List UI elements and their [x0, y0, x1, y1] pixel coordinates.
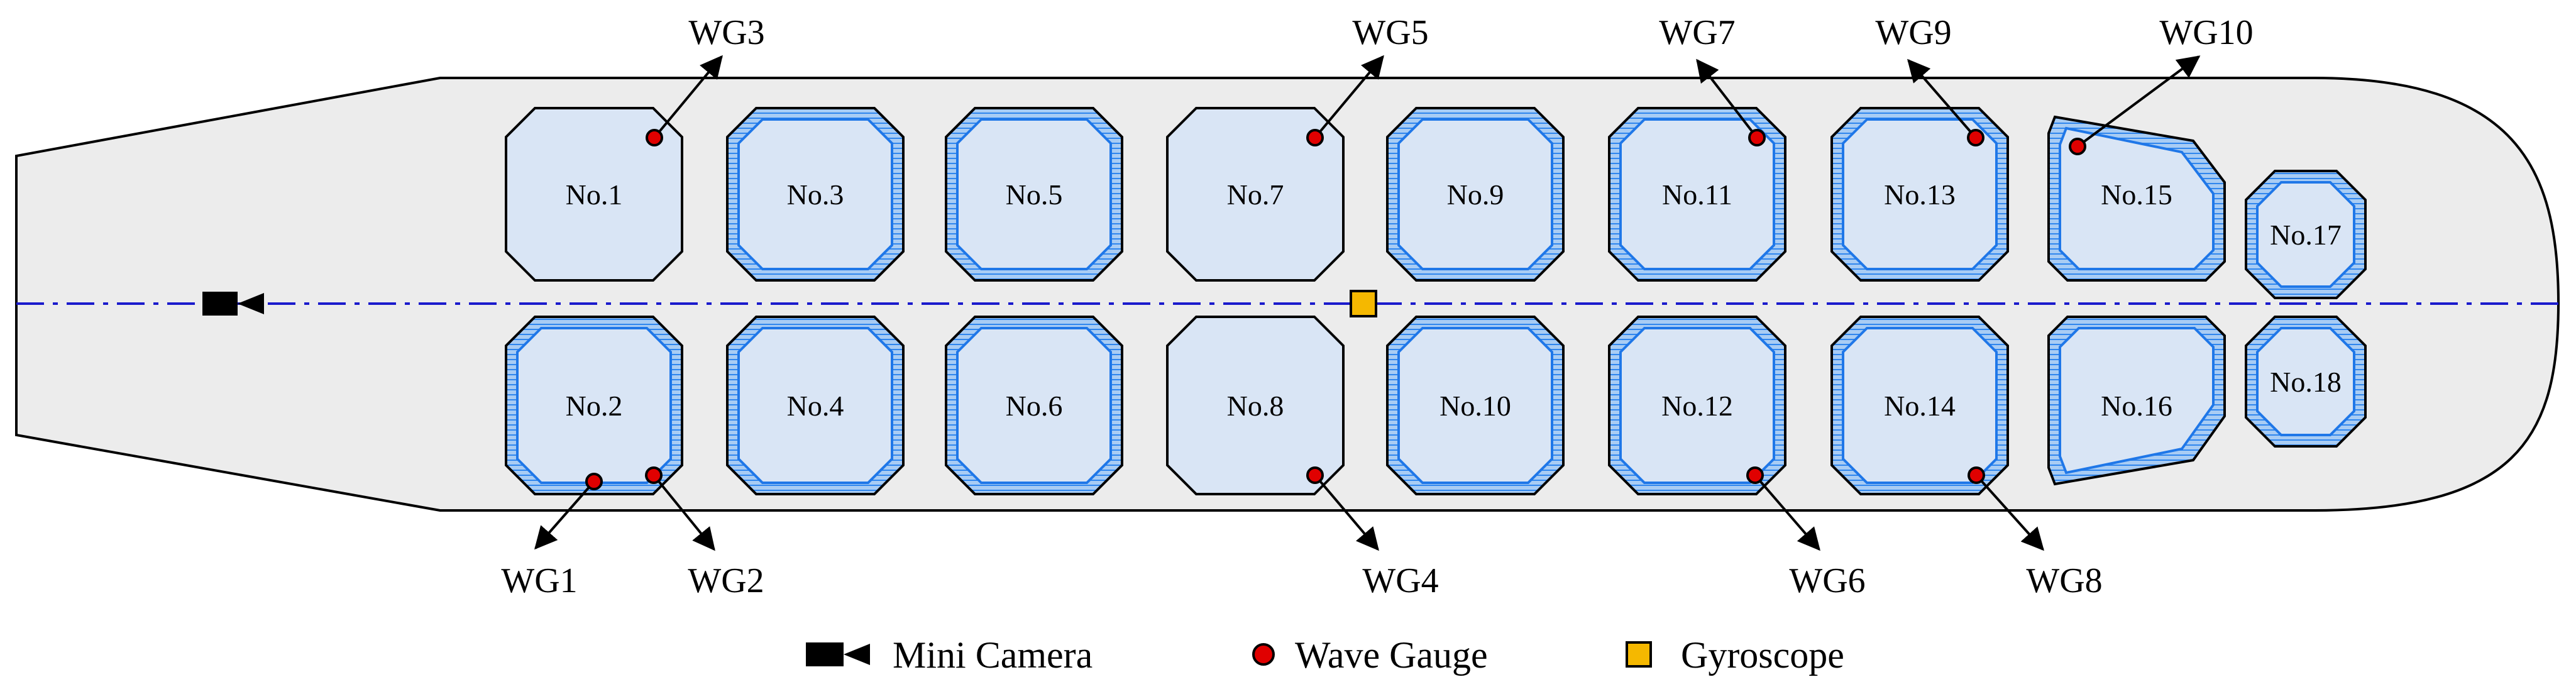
- tank-17: No.17: [2245, 170, 2367, 299]
- wave-gauge-label: WG10: [2159, 13, 2253, 52]
- tank-8: No.8: [1166, 316, 1345, 495]
- wave-gauge-label: WG9: [1875, 13, 1951, 52]
- tank-13: No.13: [1830, 107, 2009, 282]
- wave-gauge-label: WG2: [688, 561, 764, 600]
- wave-gauge-dot: [645, 466, 663, 484]
- cargo-tanks: No.1No.2No.3No.4No.5No.6No.7No.8No.9No.1…: [505, 107, 2367, 495]
- wave-gauge-dot: [1748, 129, 1766, 146]
- tank-label: No.4: [787, 390, 844, 422]
- tank-label: No.7: [1227, 179, 1284, 211]
- tank-label: No.12: [1661, 390, 1733, 422]
- legend-gyroscope-label: Gyroscope: [1681, 634, 1844, 676]
- gyroscope-marker: [1350, 290, 1377, 317]
- tank-2: No.2: [505, 316, 683, 495]
- wave-gauge-wg1: WG1: [501, 473, 603, 600]
- wave-gauge-wg6: WG6: [1746, 466, 1866, 600]
- legend-camera-icon: [806, 642, 870, 666]
- wave-gauge-dot: [1967, 129, 1984, 146]
- wave-gauge-dot: [646, 129, 663, 146]
- tank-label: No.13: [1884, 179, 1956, 211]
- tank-label: No.2: [566, 390, 623, 422]
- legend-wave-gauge-label: Wave Gauge: [1295, 634, 1488, 676]
- tank-label: No.11: [1662, 179, 1732, 211]
- wave-gauge-dot: [585, 473, 603, 490]
- wave-gauge-label: WG5: [1352, 13, 1428, 52]
- wave-gauge-dot: [2069, 138, 2086, 155]
- tank-3: No.3: [726, 107, 905, 282]
- tank-10: No.10: [1386, 316, 1565, 495]
- tank-label: No.5: [1006, 179, 1063, 211]
- tank-label: No.18: [2270, 366, 2342, 398]
- legend: Mini Camera Wave Gauge Gyroscope: [806, 634, 1844, 676]
- tank-4: No.4: [726, 316, 905, 495]
- mini-camera-icon: [202, 292, 264, 316]
- wave-gauge-label: WG3: [688, 13, 764, 52]
- wave-gauge-dot: [1306, 129, 1324, 146]
- tank-7: No.7: [1166, 107, 1345, 282]
- wave-gauge-wg5: WG5: [1306, 13, 1429, 146]
- tank-6: No.6: [945, 316, 1123, 495]
- tank-label: No.3: [787, 179, 844, 211]
- wave-gauge-label: WG1: [501, 561, 577, 600]
- wave-gauge-dot: [1746, 466, 1764, 484]
- tank-12: No.12: [1608, 316, 1786, 495]
- legend-camera-label: Mini Camera: [893, 634, 1093, 676]
- tank-label: No.14: [1884, 390, 1956, 422]
- wave-gauge-wg9: WG9: [1875, 13, 1984, 146]
- tank-14: No.14: [1830, 316, 2009, 495]
- wave-gauge-wg4: WG4: [1306, 466, 1439, 600]
- wave-gauge-label: WG8: [2026, 561, 2102, 600]
- tank-15: No.15: [2047, 115, 2226, 282]
- wave-gauge-wg7: WG7: [1659, 13, 1766, 146]
- wave-gauge-wg8: WG8: [1968, 466, 2103, 600]
- tank-label: No.15: [2101, 179, 2172, 211]
- tank-1: No.1: [505, 107, 683, 282]
- tank-9: No.9: [1386, 107, 1565, 282]
- wave-gauge-wg2: WG2: [645, 466, 764, 600]
- tank-16: No.16: [2047, 316, 2226, 486]
- tank-label: No.1: [566, 179, 623, 211]
- wave-gauge-label: WG4: [1362, 561, 1438, 600]
- tank-label: No.9: [1447, 179, 1504, 211]
- legend-gyroscope-icon: [1626, 641, 1652, 668]
- tank-label: No.16: [2101, 390, 2172, 422]
- tank-label: No.10: [1439, 390, 1511, 422]
- wave-gauge-wg3: WG3: [646, 13, 765, 146]
- tank-18: No.18: [2245, 316, 2367, 448]
- wave-gauge-dot: [1968, 466, 1985, 484]
- tank-11: No.11: [1608, 107, 1786, 282]
- tank-label: No.6: [1006, 390, 1063, 422]
- legend-wave-gauge-icon: [1252, 643, 1275, 666]
- wave-gauge-wg10: WG10: [2069, 13, 2254, 155]
- tank-label: No.17: [2270, 219, 2342, 251]
- tank-5: No.5: [945, 107, 1123, 282]
- tank-label: No.8: [1227, 390, 1284, 422]
- wave-gauge-dot: [1306, 466, 1324, 484]
- wave-gauge-label: WG7: [1659, 13, 1735, 52]
- wave-gauge-label: WG6: [1789, 561, 1865, 600]
